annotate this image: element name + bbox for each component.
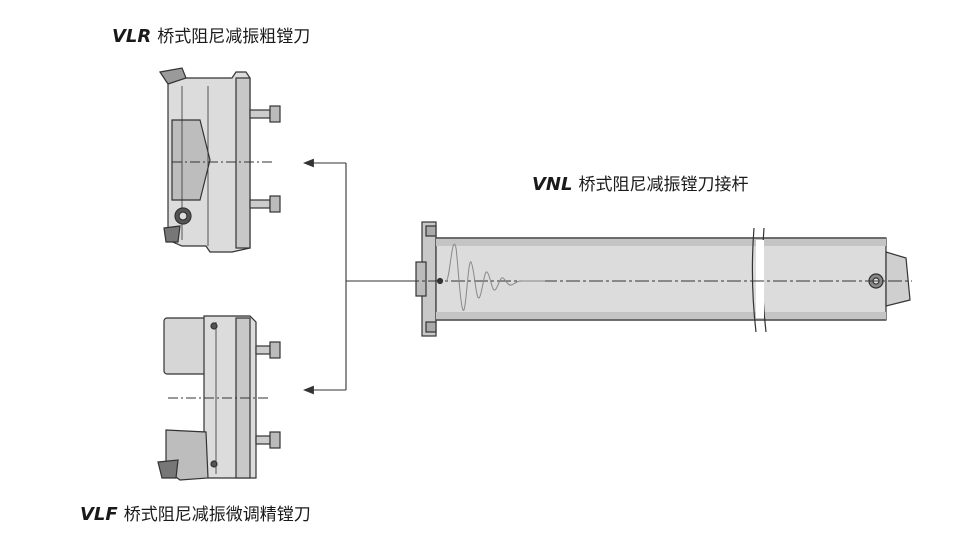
vnl-bar-drawing (415, 221, 911, 337)
damping-wave-icon (445, 243, 545, 311)
vlf-text: 桥式阻尼减振微调精镗刀 (123, 505, 311, 525)
vnl-code: VNL (532, 174, 573, 195)
vlr-code: VLR (112, 26, 152, 47)
connector-arrows (302, 158, 405, 395)
vlr-text: 桥式阻尼减振粗镗刀 (157, 27, 311, 47)
vlr-tool-drawing (158, 67, 281, 253)
vnl-text: 桥式阻尼减振镗刀接杆 (578, 175, 749, 195)
vlf-code: VLF (80, 504, 118, 525)
